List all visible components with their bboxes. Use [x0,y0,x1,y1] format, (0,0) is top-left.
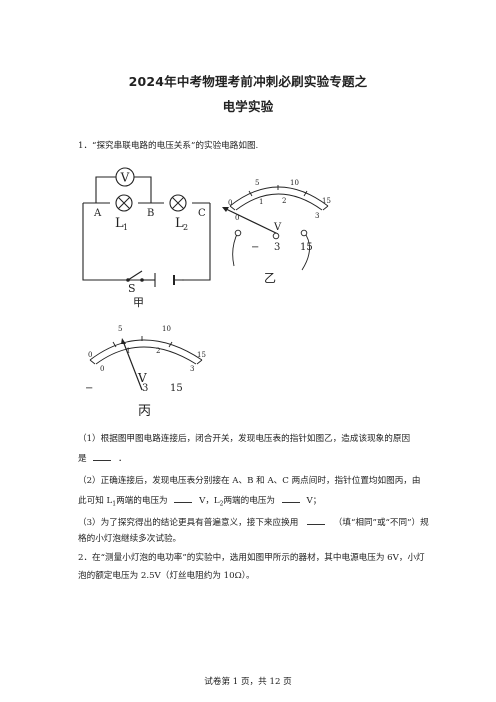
meter-v-label: V [273,222,282,233]
svg-text:−: − [85,383,93,394]
svg-text:15: 15 [300,242,313,253]
lamp-l1-subscript: 1 [123,223,128,232]
svg-text:−: − [251,242,259,253]
svg-text:0: 0 [235,214,239,222]
needle-tip-icon [222,207,229,212]
terminal-3-icon [272,232,280,240]
voltmeter-icon [115,167,135,187]
figure-bing-meter: 0 5 10 15 0 1 2 3 V − 3 15 丙 [85,325,206,419]
svg-text:0: 0 [228,199,232,207]
switch-label: S [128,282,136,295]
lamp-l1-label: L [115,216,124,231]
figure-yi-meter: 0 5 10 15 0 1 2 3 V − 3 15 乙 [222,179,331,285]
svg-text:0: 0 [100,365,104,373]
svg-text:15: 15 [170,383,183,394]
page-footer: 试卷第 1 页，共 12 页 [204,677,292,687]
svg-text:1: 1 [126,347,130,355]
answer-blank-3[interactable] [281,493,300,503]
q1-part2-line1: （2）正确连接后，发现电压表分别接在 A、B 和 A、C 两点间时，指针位置均如… [78,476,421,486]
svg-text:3: 3 [142,383,148,394]
scale-arc-inner [95,346,197,365]
point-a-label: A [93,208,102,219]
svg-text:0: 0 [88,351,92,359]
question-1-stem: 1．“探究串联电路的电压关系”的实验电路如图. [78,141,259,151]
svg-text:2: 2 [282,197,286,205]
switch-blade [127,270,143,281]
figure-jia-caption: 甲 [133,296,144,309]
lamp-l1-icon [115,194,133,212]
scale-arc-outer [229,186,329,207]
answer-blank-1[interactable] [93,451,112,461]
q1-part1-line1: （1）根据图甲图电路连接后，闭合开关，发现电压表的指针如图乙，造成该现象的原因 [78,434,411,444]
figure-bing-caption: 丙 [138,404,151,419]
terminal-minus-icon [234,229,242,237]
wire-left [82,203,155,281]
svg-text:15: 15 [322,197,331,205]
answer-blank-2[interactable] [174,493,193,503]
point-c-label: C [198,208,206,219]
figure-jia-circuit: V A B C L 1 L 2 S 甲 [82,167,211,309]
svg-text:3: 3 [190,365,194,373]
svg-text:3: 3 [315,212,319,220]
scale-arc-outer [89,339,203,361]
question-2-line2: 泡的额定电压为 2.5V（灯丝电阻约为 10Ω）。 [78,571,255,581]
svg-text:10: 10 [290,179,299,187]
needle [122,340,143,391]
svg-text:2: 2 [156,347,160,355]
page-subtitle: 电学实验 [222,99,274,114]
page-title: 2024年中考物理考前冲刺必刷实验专题之 [128,74,368,89]
svg-text:3: 3 [274,242,280,253]
q1-part1-line2: 是 ． [78,451,127,466]
voltmeter-label: V [120,171,130,185]
q1-part3-line2: 格的小灯泡继续多次试验。 [78,534,182,544]
meter-v-label: V [137,371,147,385]
needle [223,207,279,235]
question-2-line1: 2．在“测量小灯泡的电功率”的实验中，选用如图甲所示的器材，其中电源电压为 6V… [78,553,425,563]
answer-blank-4[interactable] [307,515,326,525]
wire-right [174,203,211,281]
terminal-15-icon [300,229,308,237]
lamp-l2-subscript: 2 [183,223,188,232]
lamp-l2-label: L [175,216,184,231]
svg-text:10: 10 [162,325,171,333]
svg-text:15: 15 [197,351,206,359]
needle-tip-icon [121,338,126,344]
q1-part2-line2: 此可知 L1两端的电压为 V，L2两端的电压为 V； [78,493,321,511]
svg-text:5: 5 [118,325,122,333]
scale-arc-inner [235,193,323,211]
lamp-l2-icon [169,194,187,212]
figure-yi-caption: 乙 [264,271,276,285]
svg-text:1: 1 [259,198,263,206]
svg-text:5: 5 [255,179,259,187]
point-b-label: B [147,208,154,219]
q1-part3-line1: （3）为了探究得出的结论更具有普遍意义，接下来应换用 （填“相同”或“不同”）规 [78,515,429,530]
